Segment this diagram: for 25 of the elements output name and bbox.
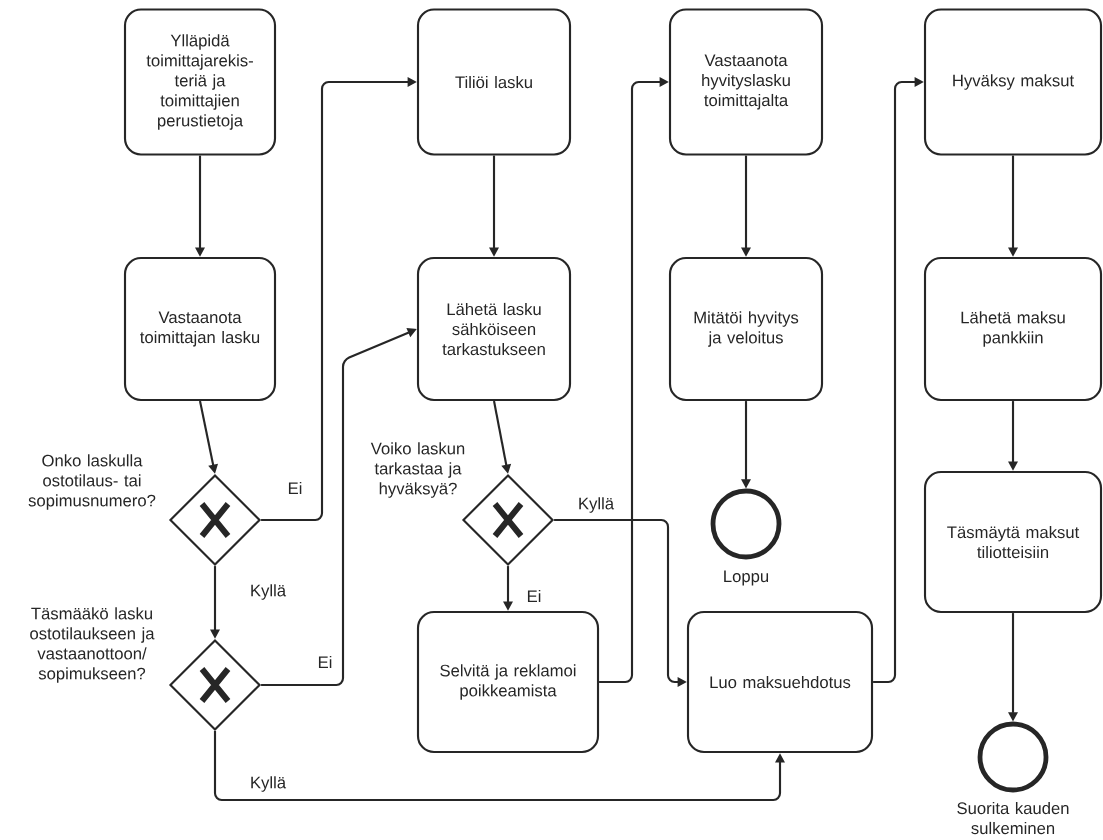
task-box: Mitätöi hyvitys ja veloitus bbox=[668, 256, 824, 402]
event-label: Loppu bbox=[724, 570, 769, 586]
question-label: Täsmääkö lasku ostotilaukseen ja vastaanottoon/ sopimukseen? bbox=[30, 607, 155, 683]
question-label: Voiko laskun tarkastaa ja hyväksyä? bbox=[370, 442, 465, 498]
end-event-circle bbox=[710, 488, 782, 560]
arrow bbox=[213, 731, 785, 802]
edge-label: Kyllä bbox=[248, 582, 288, 602]
edge-label: Ei bbox=[525, 588, 543, 604]
task-box: Täsmäytä maksut tiliotteisiin bbox=[923, 470, 1103, 614]
task-box: Selvitä ja reklamoi poikkeamista bbox=[416, 610, 600, 754]
question-label: Onko laskulla ostotilaus- tai sopimusnumero? bbox=[28, 454, 156, 510]
task-box: Lähetä maksu pankkiin bbox=[923, 256, 1103, 402]
edge-label: Kyllä bbox=[576, 495, 616, 515]
task-box: Vastaanota toimittajan lasku bbox=[123, 256, 277, 402]
task-box: Vastaanota hyvityslasku toimittajalta bbox=[668, 8, 824, 156]
task-box: Luo maksuehdotus bbox=[686, 610, 874, 754]
edge-label: Ei bbox=[316, 654, 334, 670]
task-box: Tiliöi lasku bbox=[416, 8, 572, 156]
edge-label: Ei bbox=[286, 480, 304, 496]
task-box: Ylläpidä toimittajarekis- teriä ja toimittajien perustietoja bbox=[123, 8, 277, 156]
task-box: Lähetä lasku sähköiseen tarkastukseen bbox=[416, 256, 572, 402]
end-event-circle bbox=[977, 721, 1049, 793]
edge-label: Kyllä bbox=[248, 774, 288, 794]
task-box: Hyväksy maksut bbox=[923, 8, 1103, 156]
event-label: Suorita kauden sulkeminen bbox=[957, 801, 1069, 835]
